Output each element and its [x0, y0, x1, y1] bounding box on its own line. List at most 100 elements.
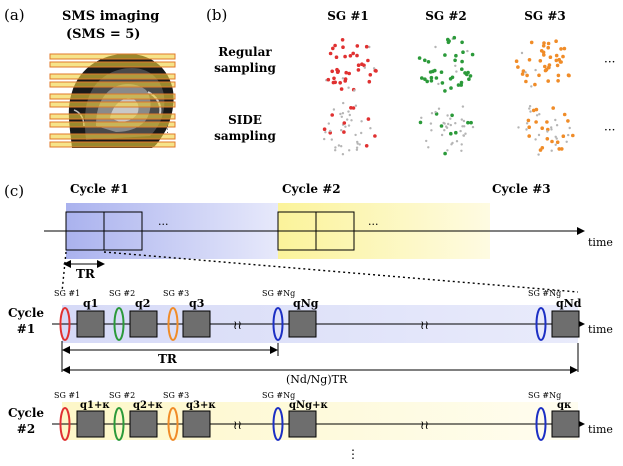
- sample-point: [430, 129, 433, 132]
- sample-point: [516, 65, 520, 69]
- mri-head-image: ⋮: [49, 46, 176, 148]
- cycle-2-row-label-line1: Cycle: [8, 406, 44, 420]
- sample-point: [373, 134, 377, 138]
- sample-point: [554, 53, 559, 58]
- sample-point: [356, 68, 361, 72]
- sample-point: [344, 70, 349, 75]
- sample-point: [460, 149, 463, 152]
- sample-point: [430, 112, 434, 115]
- sample-point: [568, 126, 571, 130]
- sample-point: [529, 110, 532, 113]
- sample-point: [341, 112, 345, 115]
- sample-point: [463, 125, 466, 128]
- sample-point: [543, 64, 547, 69]
- sample-point: [340, 115, 343, 119]
- sample-point: [471, 125, 475, 129]
- sample-point: [538, 148, 543, 152]
- sample-point: [546, 65, 551, 70]
- sample-point: [369, 127, 372, 130]
- c1-readout-ng: [288, 310, 317, 338]
- regular-row-ellipsis: ···: [604, 55, 615, 69]
- row-label-regular-line1: Regular: [218, 45, 272, 59]
- sample-point: [525, 128, 528, 131]
- sample-point: [561, 54, 565, 59]
- sample-point: [450, 113, 454, 118]
- sample-point: [439, 124, 444, 128]
- sample-point: [546, 127, 550, 132]
- sampling-sphere-side-sg1: [322, 101, 377, 156]
- sample-point: [353, 89, 356, 92]
- sample-point: [535, 114, 539, 117]
- sample-point: [466, 49, 469, 53]
- sample-point: [332, 108, 336, 111]
- sampling-sphere-side-sg3: [517, 105, 575, 156]
- sample-point: [329, 129, 332, 133]
- sample-point: [372, 67, 376, 70]
- sample-point: [446, 149, 449, 152]
- sample-point: [557, 57, 561, 62]
- panel-a-title-line1: SMS imaging: [62, 9, 159, 24]
- slice-group-5: [49, 133, 176, 148]
- sample-point: [525, 73, 529, 78]
- sample-point: [550, 126, 553, 129]
- sample-point: [546, 41, 551, 46]
- sample-point: [440, 81, 445, 85]
- sample-point: [355, 146, 359, 149]
- sample-point: [525, 122, 529, 125]
- c2-qk-label: qκ: [557, 400, 572, 411]
- sample-point: [449, 123, 452, 127]
- sample-point: [335, 70, 340, 74]
- sample-point: [340, 145, 343, 148]
- sample-point: [347, 71, 352, 76]
- sample-point: [423, 58, 427, 63]
- sample-point: [328, 131, 333, 135]
- column-header-sg2: SG #2: [425, 9, 467, 23]
- sample-point: [452, 35, 457, 40]
- sample-point: [343, 54, 347, 59]
- sample-point: [559, 47, 563, 51]
- sample-point: [354, 133, 357, 137]
- sample-point: [459, 80, 464, 85]
- sample-point: [443, 129, 446, 132]
- c1-readout-1: [76, 310, 105, 338]
- cycle-2-row-label-line2: #2: [17, 422, 35, 436]
- c1-sgn-label: SG #Ng: [262, 289, 295, 298]
- sample-point: [324, 131, 327, 134]
- tr-inner-label: TR: [158, 352, 178, 366]
- sample-point: [534, 107, 539, 112]
- sample-point: [467, 77, 471, 81]
- sample-point: [462, 119, 466, 123]
- sample-point: [454, 130, 458, 135]
- sample-point: [347, 110, 350, 113]
- c1-sg3-pulse-icon: [167, 307, 179, 341]
- sample-point: [527, 125, 531, 129]
- c2-break-mark-2: ≀≀: [420, 418, 429, 432]
- sample-point: [343, 77, 348, 81]
- sample-point: [356, 63, 361, 67]
- column-header-sg1: SG #1: [327, 9, 369, 23]
- sample-point: [453, 58, 457, 63]
- sample-point: [531, 108, 536, 113]
- sample-point: [360, 131, 363, 135]
- c1-sg1-label: SG #1: [54, 289, 80, 298]
- c1-sg1-pulse-icon: [59, 307, 71, 341]
- c1-sgn-last-pulse-icon: [535, 307, 547, 341]
- sample-point: [330, 138, 333, 141]
- sample-point: [348, 113, 351, 117]
- sample-point: [550, 128, 553, 131]
- sample-point: [333, 80, 338, 85]
- sample-point: [560, 147, 564, 151]
- sample-point: [530, 85, 533, 88]
- sample-point: [470, 52, 475, 57]
- sample-point: [461, 125, 464, 128]
- sample-point: [554, 135, 557, 138]
- sample-point: [565, 140, 568, 143]
- sample-point: [425, 139, 428, 143]
- sample-point: [426, 60, 431, 64]
- sample-point: [437, 107, 441, 110]
- sample-point: [454, 64, 457, 68]
- sample-point: [423, 77, 427, 81]
- sample-point: [540, 126, 544, 130]
- zoom-line-right: [103, 251, 579, 293]
- sample-point: [348, 54, 353, 58]
